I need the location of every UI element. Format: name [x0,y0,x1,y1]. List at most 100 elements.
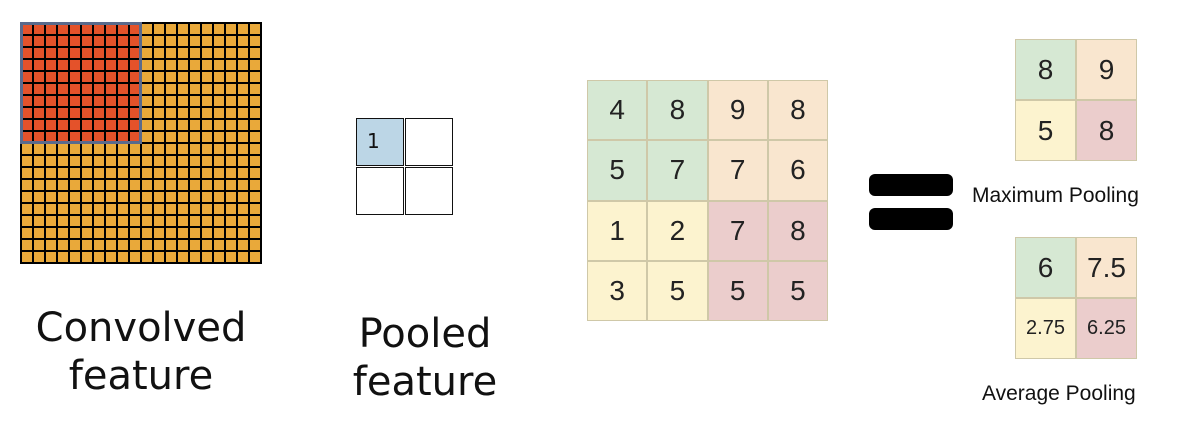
convolved-cell [202,84,212,94]
convolved-cell [154,180,164,190]
convolved-cell [154,72,164,82]
convolved-cell [178,144,188,154]
convolved-cell [94,84,104,94]
convolved-cell [238,204,248,214]
convolved-cell [130,168,140,178]
convolved-cell [130,240,140,250]
convolved-cell [106,36,116,46]
convolved-cell [70,132,80,142]
convolved-cell [34,240,44,250]
convolved-cell [118,108,128,118]
convolved-cell [58,132,68,142]
convolved-cell [22,216,32,226]
convolved-cell [130,192,140,202]
input-matrix-cell: 5 [707,260,768,321]
convolved-cell [34,48,44,58]
convolved-cell [190,144,200,154]
convolved-cell [214,24,224,34]
convolved-cell [250,84,260,94]
convolved-cell [238,36,248,46]
pooled-feature-grid: 1 [356,118,454,216]
convolved-cell [190,132,200,142]
convolved-cell [226,24,236,34]
convolved-cell [178,24,188,34]
convolved-cell [58,36,68,46]
convolved-cell [202,24,212,34]
convolved-cell [202,72,212,82]
equals-icon-bottom-bar [869,208,953,230]
convolved-cell [94,192,104,202]
convolved-cell [166,180,176,190]
convolved-cell [142,180,152,190]
convolved-feature-grid [20,22,262,264]
convolved-cell [106,120,116,130]
convolved-cell [178,180,188,190]
avg-pool-cell: 6 [1015,237,1076,298]
convolved-cell [34,132,44,142]
convolved-cell [238,192,248,202]
convolved-cell [154,96,164,106]
convolved-cell [178,228,188,238]
convolved-cell [238,48,248,58]
convolved-cell [70,72,80,82]
convolved-cell [178,252,188,262]
convolved-cell [46,48,56,58]
convolved-cell [58,108,68,118]
convolved-cell [70,252,80,262]
convolved-cell [46,228,56,238]
convolved-cell [238,24,248,34]
convolved-cell [34,36,44,46]
convolved-cell [58,240,68,250]
convolved-cell [214,48,224,58]
convolved-cell [202,132,212,142]
convolved-cell [202,204,212,214]
convolved-cell [154,252,164,262]
average-pooling-label: Average Pooling [982,382,1136,405]
convolved-cell [70,156,80,166]
convolved-cell [202,144,212,154]
convolved-cell [166,240,176,250]
convolved-cell [214,228,224,238]
pooled-caption-line1: Pooled [358,311,492,357]
convolved-cell [166,192,176,202]
convolved-cell [130,36,140,46]
convolved-cell [82,48,92,58]
convolved-cell [22,180,32,190]
convolved-cell [34,60,44,70]
input-matrix-cell: 6 [767,140,828,201]
pooled-caption-line2: feature [352,359,498,405]
convolved-cell [202,252,212,262]
convolved-cell [178,240,188,250]
convolved-cell [46,156,56,166]
convolved-cell [142,120,152,130]
convolved-cell [22,36,32,46]
input-matrix-cell: 8 [767,200,828,261]
convolved-cell [166,168,176,178]
convolved-cell [238,96,248,106]
convolved-cell [106,180,116,190]
convolved-cell [94,108,104,118]
convolved-cell [154,108,164,118]
convolved-cell [118,120,128,130]
convolved-cell [154,216,164,226]
convolved-cell [250,192,260,202]
convolved-cell [214,144,224,154]
convolved-cell [130,156,140,166]
convolved-cell [22,108,32,118]
convolved-cell [226,228,236,238]
convolved-cell [46,108,56,118]
convolved-cell [34,156,44,166]
convolved-cell [226,72,236,82]
convolved-cell [130,132,140,142]
convolved-cell [226,204,236,214]
convolved-cell [154,60,164,70]
convolved-cell [142,60,152,70]
convolved-cell [82,72,92,82]
convolved-cell [22,24,32,34]
convolved-cell [178,132,188,142]
convolved-cell [82,216,92,226]
convolved-cell [154,48,164,58]
convolved-cell [166,96,176,106]
convolved-cell [178,216,188,226]
